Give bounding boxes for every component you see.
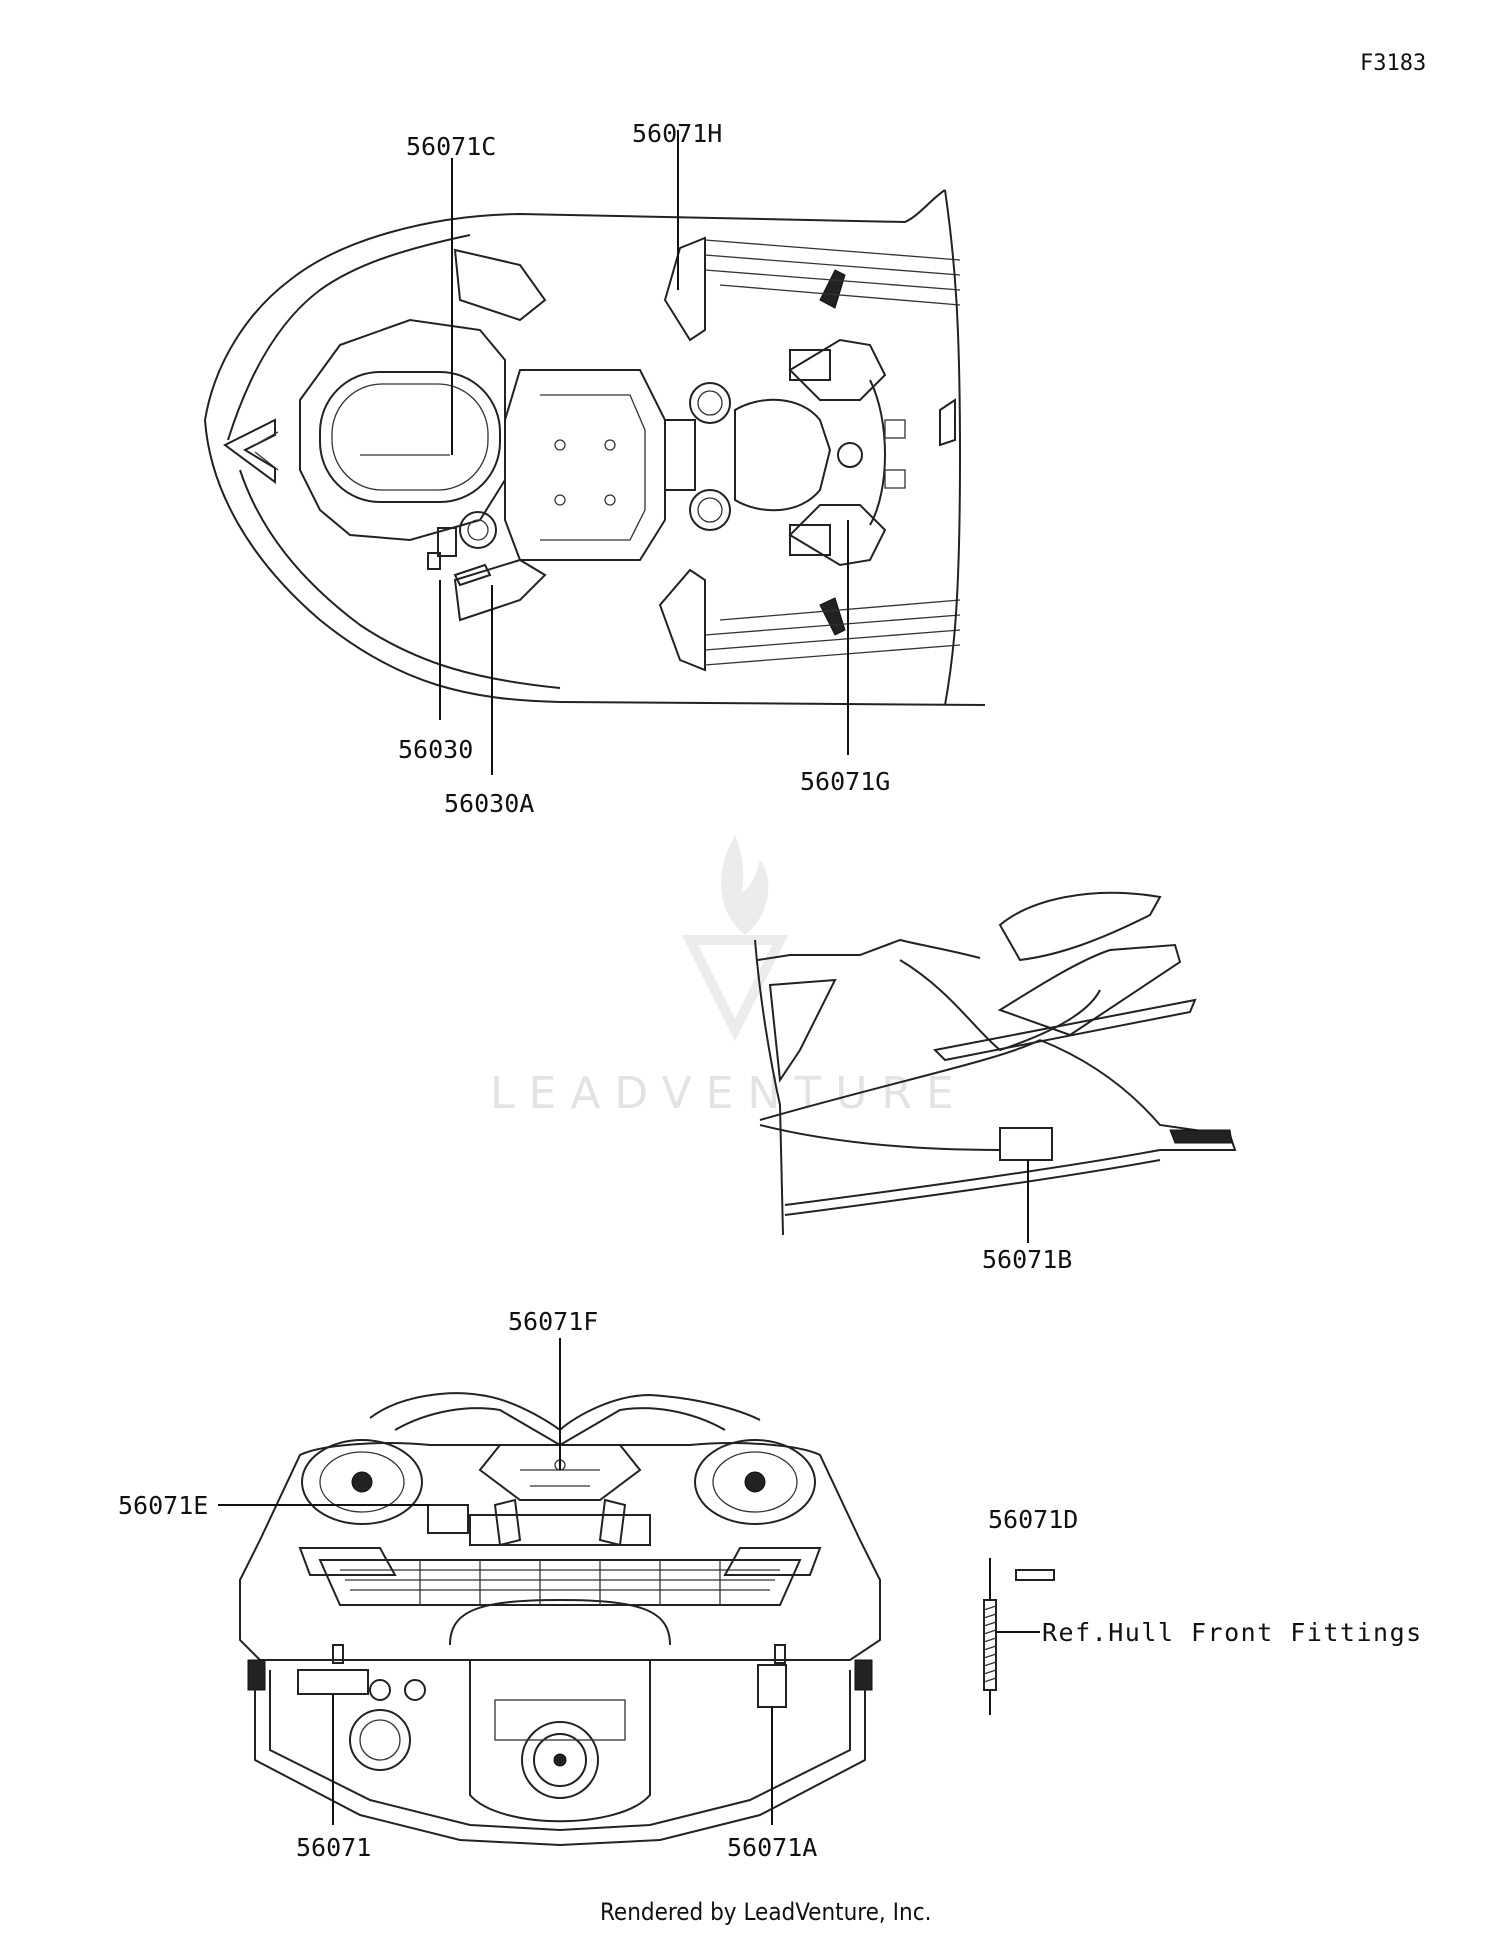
- ref-note: Ref.Hull Front Fittings: [1042, 1618, 1423, 1647]
- decal-56071B-marker: [999, 1127, 1053, 1161]
- watermark-flame-icon: [721, 835, 769, 935]
- callout-56071: 56071: [296, 1833, 371, 1862]
- callout-56071C: 56071C: [406, 132, 496, 161]
- side-view-illustration: [754, 891, 1237, 1236]
- callout-56071E: 56071E: [118, 1491, 208, 1520]
- decal-56071D-detail: 56071D Ref.Hull Front Fittings: [983, 1505, 1423, 1715]
- callout-56071H: 56071H: [632, 119, 722, 148]
- callout-56030A: 56030A: [444, 789, 534, 818]
- callout-56071F: 56071F: [508, 1307, 598, 1336]
- watermark: LEADVENTURE: [490, 835, 968, 1119]
- callout-56071G: 56071G: [800, 767, 890, 796]
- watermark-text: LEADVENTURE: [490, 1068, 968, 1119]
- callout-56071B: 56071B: [982, 1245, 1072, 1274]
- decal-56071D-marker: [1015, 1569, 1055, 1581]
- watermark-v-icon: [681, 935, 789, 1042]
- rear-view-illustration: [239, 1392, 881, 1847]
- callout-56071D: 56071D: [988, 1505, 1078, 1534]
- figure-code: F3183: [1360, 51, 1426, 76]
- callout-56030: 56030: [398, 735, 473, 764]
- footer-credit: Rendered by LeadVenture, Inc.: [600, 1898, 931, 1926]
- decal-56071-marker: [297, 1669, 369, 1695]
- decal-56071A-marker: [757, 1664, 787, 1708]
- top-view-illustration: [203, 189, 986, 706]
- callout-56071A: 56071A: [727, 1833, 817, 1862]
